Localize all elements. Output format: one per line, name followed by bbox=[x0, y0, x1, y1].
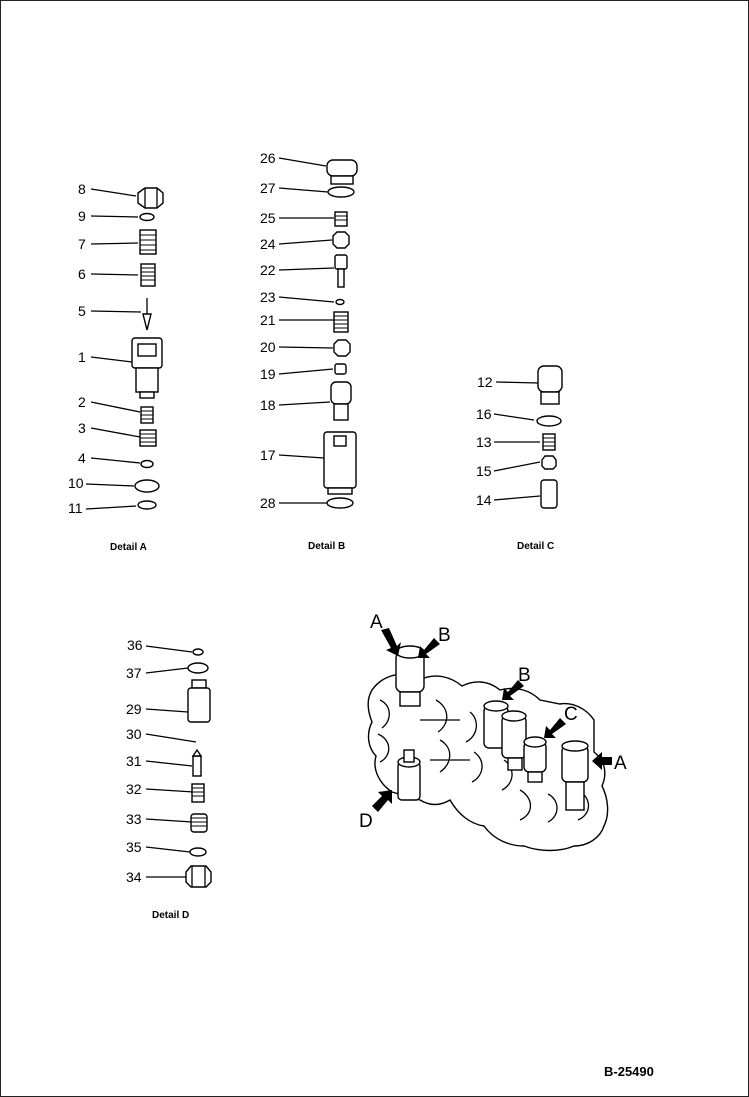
valve-body bbox=[367, 673, 609, 852]
label-28: 28 bbox=[260, 495, 276, 511]
arrow-a-top bbox=[381, 628, 401, 656]
arrow-a-right bbox=[592, 752, 612, 770]
label-5: 5 bbox=[78, 303, 86, 319]
label-19: 19 bbox=[260, 366, 276, 382]
callout-b-mid: B bbox=[518, 665, 531, 686]
label-30: 30 bbox=[126, 726, 142, 742]
label-36: 36 bbox=[127, 637, 143, 653]
label-9: 9 bbox=[78, 208, 86, 224]
label-12: 12 bbox=[477, 374, 493, 390]
callout-a-top: A bbox=[370, 612, 383, 633]
label-23: 23 bbox=[260, 289, 276, 305]
detail-b: 26 27 25 24 22 23 21 20 19 18 17 28 bbox=[260, 150, 358, 552]
control-valve-assembly: A B B C A D bbox=[359, 612, 627, 852]
label-20: 20 bbox=[260, 339, 276, 355]
callout-b-top: B bbox=[438, 625, 451, 646]
caption-detail-a: Detail A bbox=[110, 542, 147, 553]
label-29: 29 bbox=[126, 701, 142, 717]
caption-detail-c: Detail C bbox=[517, 541, 554, 552]
label-2: 2 bbox=[78, 394, 86, 410]
label-7: 7 bbox=[78, 236, 86, 252]
label-32: 32 bbox=[126, 781, 142, 797]
arrow-c bbox=[544, 718, 566, 738]
label-37: 37 bbox=[126, 665, 142, 681]
label-8: 8 bbox=[78, 181, 86, 197]
caption-detail-d: Detail D bbox=[152, 910, 189, 921]
label-35: 35 bbox=[126, 839, 142, 855]
drawing-number: B-25490 bbox=[604, 1064, 654, 1079]
label-22: 22 bbox=[260, 262, 276, 278]
label-13: 13 bbox=[476, 434, 492, 450]
arrow-b-top bbox=[418, 638, 440, 658]
label-6: 6 bbox=[78, 266, 86, 282]
label-16: 16 bbox=[476, 406, 492, 422]
arrow-d bbox=[372, 790, 392, 812]
label-1: 1 bbox=[78, 349, 86, 365]
label-11: 11 bbox=[68, 500, 83, 516]
label-17: 17 bbox=[260, 447, 276, 463]
label-25: 25 bbox=[260, 210, 276, 226]
callout-d: D bbox=[359, 811, 373, 832]
label-26: 26 bbox=[260, 150, 276, 166]
label-21: 21 bbox=[260, 312, 276, 328]
arrow-b-mid bbox=[502, 680, 524, 700]
label-4: 4 bbox=[78, 450, 86, 466]
detail-a: 8 9 7 6 5 1 2 3 4 10 11 bbox=[68, 181, 164, 553]
detail-c: 12 16 13 15 14 Detail C bbox=[476, 365, 563, 552]
label-10: 10 bbox=[68, 475, 84, 491]
label-24: 24 bbox=[260, 236, 276, 252]
label-31: 31 bbox=[126, 753, 142, 769]
callout-a-right: A bbox=[614, 753, 627, 774]
callout-arrows bbox=[372, 628, 612, 812]
label-27: 27 bbox=[260, 180, 276, 196]
label-3: 3 bbox=[78, 420, 86, 436]
label-34: 34 bbox=[126, 869, 142, 885]
callout-c: C bbox=[564, 704, 578, 725]
detail-d: 36 37 29 30 31 32 33 35 34 Detail D bbox=[126, 637, 212, 921]
label-15: 15 bbox=[476, 463, 492, 479]
label-33: 33 bbox=[126, 811, 142, 827]
label-14: 14 bbox=[476, 492, 492, 508]
label-18: 18 bbox=[260, 397, 276, 413]
caption-detail-b: Detail B bbox=[308, 541, 345, 552]
